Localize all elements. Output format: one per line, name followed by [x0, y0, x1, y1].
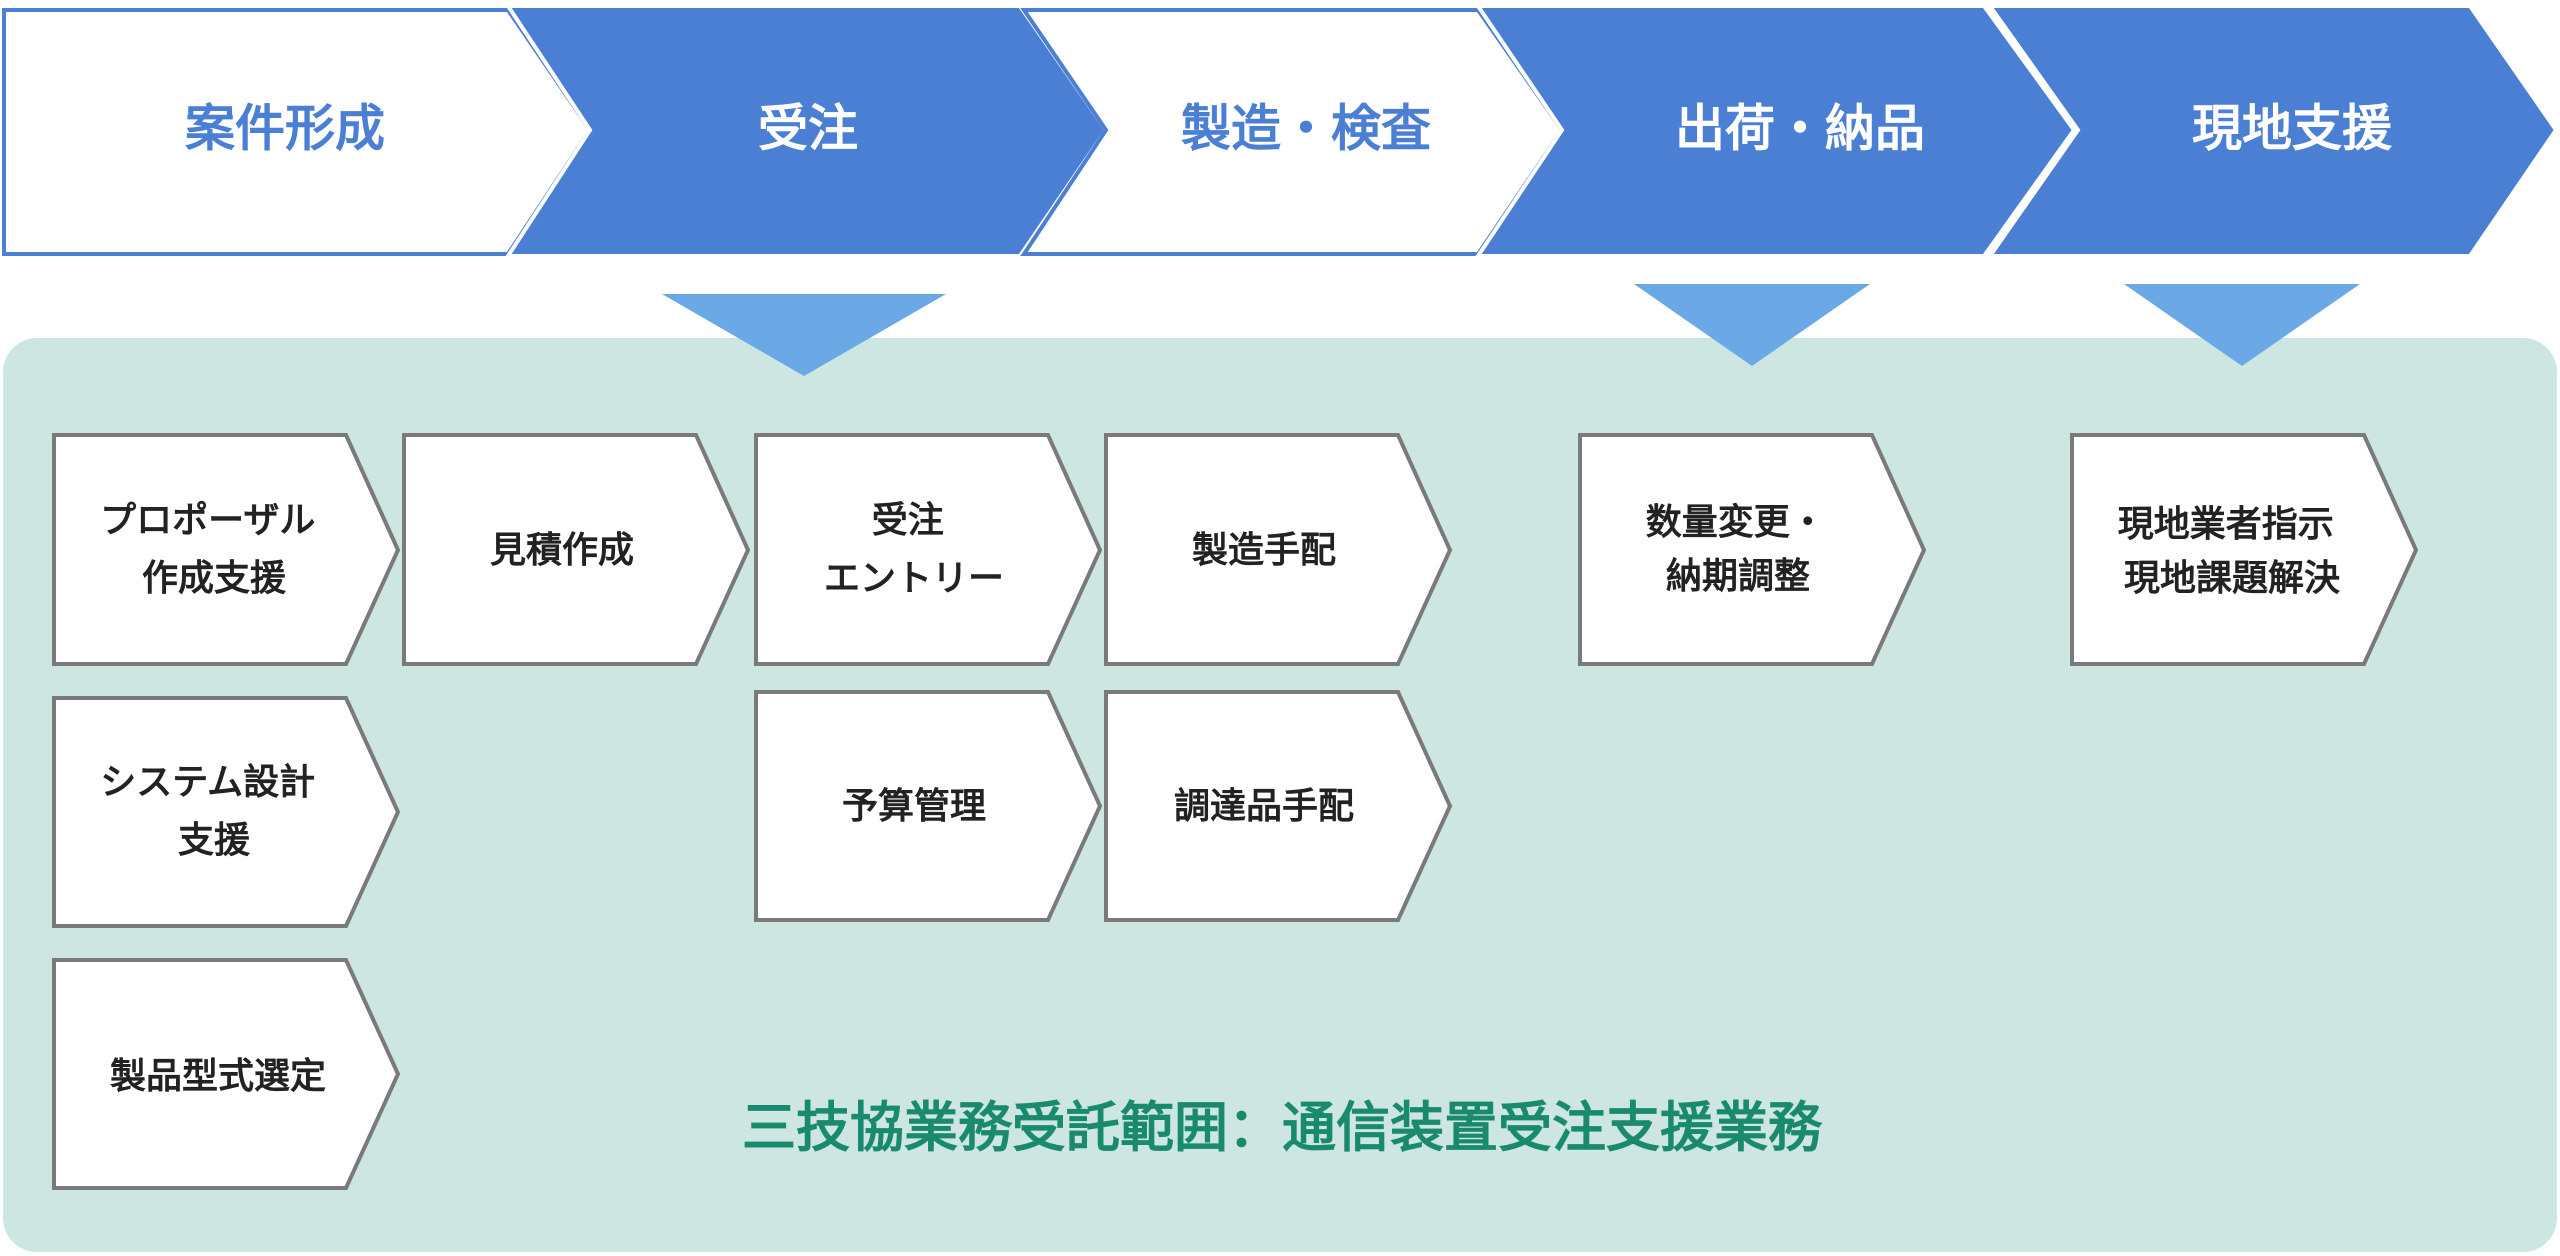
task-quantity-schedule-adjustment-label: 数量変更・ 納期調整: [1646, 501, 1839, 597]
task-procurement-arrangement-line-1: 調達品手配: [1174, 786, 1354, 827]
task-manufacturing-arrangement-line-1: 製造手配: [1192, 530, 1336, 571]
task-quantity-schedule-adjustment: 数量変更・ 納期調整: [1578, 433, 1927, 666]
task-budget-management-shape: [754, 690, 1103, 922]
pointer-onsite: [2124, 284, 2360, 366]
task-estimate: 見積作成: [402, 433, 751, 666]
task-estimate-line-1: 見積作成: [490, 530, 634, 571]
stage-onsite: 現地支援: [1986, 4, 2559, 258]
task-grid: プロポーザル 作成支援 システム設計 支援 製品型式選定 見積作成: [52, 433, 2419, 1190]
task-quantity-schedule-adjustment-shape: [1578, 433, 1927, 666]
stage-manufacturing: 製造・検査: [1020, 8, 1565, 256]
stage-pointers: [662, 284, 2360, 376]
task-procurement-arrangement: 調達品手配: [1104, 690, 1453, 922]
task-model-selection-shape: [52, 958, 401, 1190]
task-onsite-support-line-2: 現地課題解決: [2124, 558, 2340, 599]
task-budget-management-line-1: 予算管理: [842, 786, 986, 827]
pointer-shipping: [1634, 284, 1870, 366]
task-manufacturing-arrangement: 製造手配: [1104, 433, 1453, 666]
stage-case-formation-label: 案件形成: [185, 100, 385, 158]
task-budget-management-label: 予算管理: [842, 786, 986, 827]
stage-order: 受注: [504, 3, 1109, 258]
task-procurement-arrangement-shape: [1104, 690, 1453, 922]
stage-shipping-shape: [1474, 3, 2077, 258]
task-procurement-arrangement-label: 調達品手配: [1174, 786, 1354, 827]
task-budget-management: 予算管理: [754, 690, 1103, 922]
task-onsite-support-shape: [2070, 433, 2419, 666]
task-order-entry-line-2: エントリー: [824, 558, 1004, 599]
task-system-design-support-line-2: 支援: [178, 820, 251, 861]
task-proposal-support-shape: [52, 433, 401, 666]
task-quantity-schedule-adjustment-line-2: 納期調整: [1666, 556, 1810, 597]
stage-order-shape: [504, 3, 1109, 258]
task-proposal-support-line-2: 作成支援: [142, 558, 287, 599]
stage-flow: 案件形成 受注 製造・検査 出荷・納品 現地支援: [2, 3, 2559, 258]
task-estimate-shape: [402, 433, 751, 666]
task-proposal-support-line-1: プロポーザル: [100, 499, 315, 541]
task-system-design-support-shape: [52, 696, 401, 928]
task-estimate-label: 見積作成: [490, 530, 634, 571]
task-proposal-support-label: プロポーザル 作成支援: [100, 499, 328, 599]
stage-shipping-label: 出荷・納品: [1675, 100, 1925, 158]
task-onsite-support: 現地業者指示 現地課題解決: [2070, 433, 2419, 666]
stage-shipping: 出荷・納品: [1474, 3, 2077, 258]
pointer-order: [662, 294, 946, 376]
task-onsite-support-line-1: 現地業者指示: [2118, 504, 2334, 545]
task-order-entry-label: 受注 エントリー: [824, 500, 1004, 599]
task-quantity-schedule-adjustment-line-1: 数量変更・: [1646, 501, 1826, 543]
task-order-entry-shape: [754, 433, 1103, 666]
task-system-design-support-label: システム設計 支援: [100, 762, 327, 861]
stage-onsite-shape: [1986, 4, 2559, 258]
scope-caption: 三技協業務受託範囲：通信装置受注支援業務: [742, 1096, 1823, 1159]
task-order-entry: 受注 エントリー: [754, 433, 1103, 666]
task-system-design-support: システム設計 支援: [52, 696, 401, 928]
task-model-selection-label: 製品型式選定: [110, 1056, 326, 1097]
stage-order-label: 受注: [758, 100, 858, 158]
stage-case-formation: 案件形成: [2, 8, 593, 256]
task-model-selection-line-1: 製品型式選定: [110, 1056, 326, 1097]
task-proposal-support: プロポーザル 作成支援: [52, 433, 401, 666]
task-order-entry-line-1: 受注: [872, 500, 944, 541]
stage-manufacturing-label: 製造・検査: [1181, 100, 1431, 158]
task-manufacturing-arrangement-label: 製造手配: [1192, 530, 1336, 571]
stage-onsite-label: 現地支援: [2192, 100, 2393, 158]
task-system-design-support-line-1: システム設計: [100, 762, 315, 803]
task-onsite-support-label: 現地業者指示 現地課題解決: [2118, 504, 2347, 599]
task-manufacturing-arrangement-shape: [1104, 433, 1453, 666]
task-model-selection: 製品型式選定: [52, 958, 401, 1190]
